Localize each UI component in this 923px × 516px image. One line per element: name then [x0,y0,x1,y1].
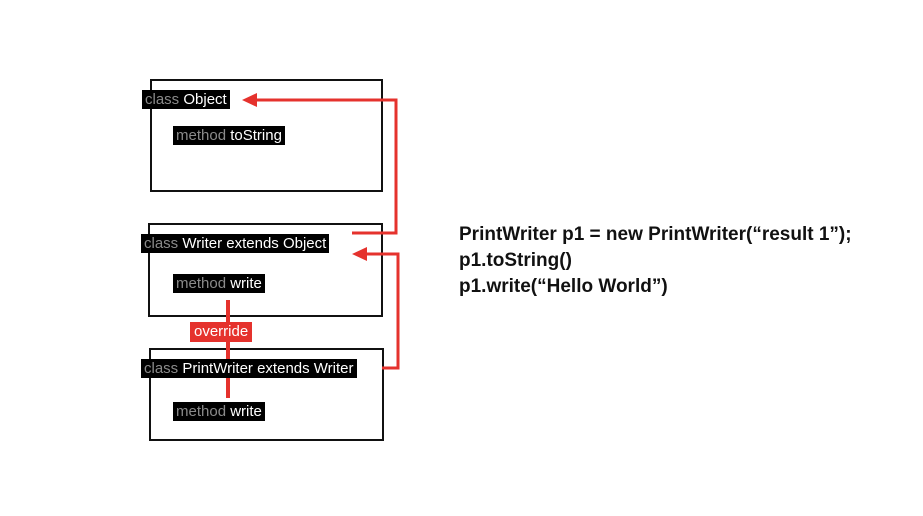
method-keyword: method [176,275,227,292]
printwriter-to-writer-arrowhead [352,247,367,261]
object-method-label: method toString [173,126,285,145]
method-name: write [230,403,262,420]
method-name: toString [230,127,282,144]
code-line: PrintWriter p1 = new PrintWriter(“result… [459,224,852,245]
class-name: Object [183,91,227,108]
printwriter-class-label: class PrintWriter extends Writer [141,359,357,378]
code-line: p1.toString() [459,250,572,271]
class-name: Writer extends Object [182,235,327,252]
writer-to-object-arrow [256,98,398,235]
code-snippet: PrintWriter p1 = new PrintWriter(“result… [459,222,852,300]
printwriter-to-writer-arrow [366,252,400,370]
printwriter-method-label: method write [173,402,265,421]
writer-class-label: class Writer extends Object [141,234,330,253]
code-line: p1.write(“Hello World”) [459,276,668,297]
writer-to-object-arrowhead [242,93,257,107]
writer-method-label: method write [173,274,265,293]
method-keyword: method [176,403,227,420]
override-badge: override [190,322,253,342]
object-class-label: class Object [142,90,230,109]
method-name: write [230,275,262,292]
class-keyword: class [144,235,179,252]
class-name: PrintWriter extends Writer [182,360,354,377]
class-keyword: class [144,360,179,377]
class-keyword: class [145,91,180,108]
method-keyword: method [176,127,227,144]
